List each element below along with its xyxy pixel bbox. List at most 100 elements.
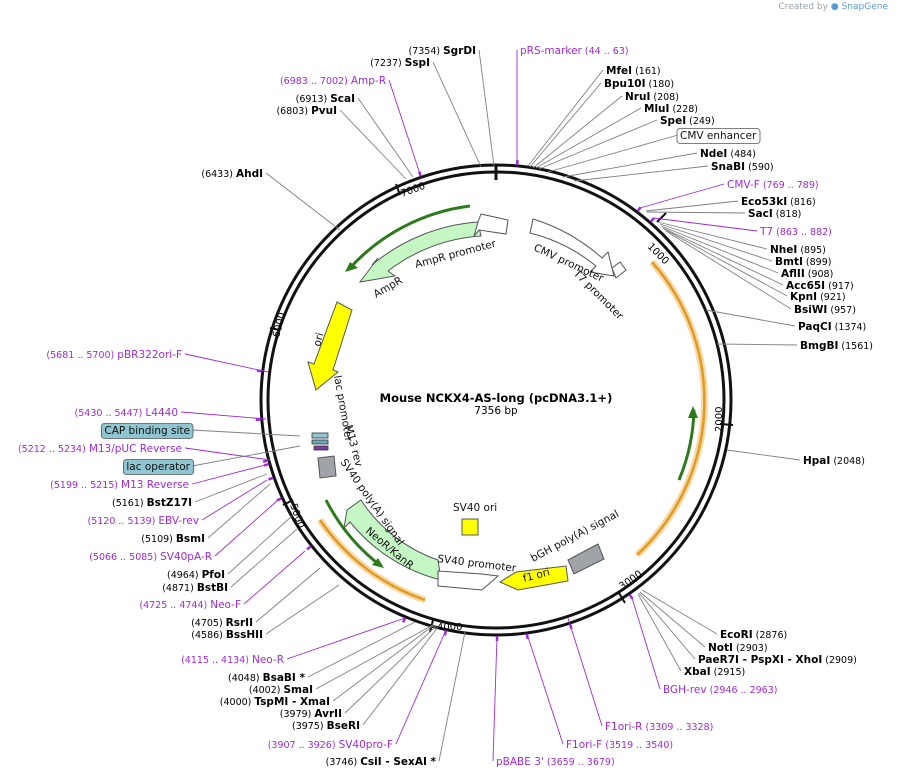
- primer-site-amp-r: [417, 171, 422, 177]
- label-ebv-rev[interactable]: (5120 .. 5139) EBV-rev: [87, 515, 199, 527]
- sv40-polya-icon[interactable]: [317, 455, 337, 479]
- label-acc65i[interactable]: Acc65I (917): [786, 280, 854, 292]
- bgh-polya-icon[interactable]: [567, 543, 605, 575]
- label-tspmi[interactable]: (4000) TspMI - XmaI: [220, 696, 330, 708]
- label-rsrii[interactable]: (4705) RsrII: [191, 617, 253, 629]
- orf-arcs: [317, 259, 708, 604]
- feature-shapes: [307, 213, 627, 591]
- label-aflii[interactable]: AflII (908): [781, 268, 833, 280]
- label-neo-f[interactable]: (4725 .. 4744) Neo-F: [139, 599, 241, 611]
- sv40-promoter-arrow-icon[interactable]: [437, 570, 500, 591]
- label-pvui[interactable]: (6803) PvuI: [276, 105, 337, 117]
- leader-mfei: [527, 69, 604, 167]
- leader-f1ori-f: [526, 633, 564, 745]
- label-f1ori-r[interactable]: F1ori-R (3309 .. 3328): [605, 721, 713, 733]
- label-lac-operator[interactable]: lac operator: [126, 461, 190, 473]
- label-bpu10i[interactable]: Bpu10I (180): [604, 78, 674, 90]
- label-bsmi[interactable]: (5109) BsmI: [141, 533, 205, 545]
- label-spei[interactable]: SpeI (249): [660, 115, 715, 127]
- label-eco53ki[interactable]: Eco53kI (816): [741, 196, 816, 208]
- label-cmv-enhancer[interactable]: CMV enhancer: [680, 130, 757, 142]
- sv40-ori-icon[interactable]: [461, 518, 479, 536]
- leader-mlui: [535, 107, 642, 169]
- label-bseri[interactable]: (3975) BseRI: [292, 720, 360, 732]
- credit-brand: SnapGene: [841, 2, 888, 12]
- leader-kpni: [663, 228, 788, 297]
- label-scai[interactable]: (6913) ScaI: [296, 93, 355, 105]
- label-l4440[interactable]: (5430 .. 5447) L4440: [75, 407, 178, 419]
- leader-acc65i: [662, 227, 784, 286]
- backbone: [259, 163, 733, 637]
- label-t7[interactable]: T7 (863 .. 882): [759, 226, 832, 238]
- lac-operator-icon[interactable]: [311, 432, 329, 439]
- label-ahdi[interactable]: (6433) AhdI: [201, 168, 263, 180]
- leader-pvui: [339, 109, 407, 180]
- leader-f1ori-r: [567, 617, 603, 727]
- label-pbabe-3[interactable]: pBABE 3' (3659 .. 3679): [496, 756, 615, 768]
- label-saci[interactable]: SacI (818): [748, 208, 801, 220]
- label-bsiwi[interactable]: BsiWI (957): [794, 304, 856, 316]
- cmv-promoter-arrow-icon[interactable]: [529, 218, 615, 277]
- label-csii[interactable]: (3746) CsiI - SexAI *: [326, 756, 437, 768]
- primer-site-cmv-f: [636, 206, 642, 212]
- label-paer7i[interactable]: PaeR7I - PspXI - XhoI (2909): [698, 654, 857, 666]
- label-nhei[interactable]: NheI (895): [770, 244, 826, 256]
- label-smai[interactable]: (4002) SmaI: [249, 684, 313, 696]
- m13-rev-icon[interactable]: [313, 445, 329, 451]
- label-bsabi[interactable]: (4048) BsaBI *: [228, 672, 306, 684]
- leader-sgrdi: [478, 49, 495, 167]
- leader-ecori: [641, 589, 718, 635]
- label-box-cap-binding-site: [100, 423, 194, 439]
- ampr-arrow-icon[interactable]: [358, 221, 482, 283]
- label-neo-r[interactable]: (4115 .. 4134) Neo-R: [181, 654, 284, 666]
- leader-sv40pa-r: [214, 499, 279, 557]
- leader-bseri: [362, 626, 439, 726]
- primer-site-sv40pa-r: [276, 497, 283, 502]
- ori-arrow-icon[interactable]: [307, 301, 353, 391]
- leader-ndei: [562, 152, 698, 178]
- label-mlui[interactable]: MluI (228): [644, 103, 698, 115]
- label-xbai[interactable]: XbaI (2915): [684, 666, 745, 678]
- t7-promoter-arrow-icon[interactable]: [611, 261, 627, 279]
- label-paqci[interactable]: PaqCI (1374): [798, 321, 866, 333]
- label-kpni[interactable]: KpnI (921): [790, 291, 846, 303]
- label-pbr322ori-f[interactable]: (5681 .. 5700) pBR322ori-F: [46, 349, 182, 361]
- label-bmgbi[interactable]: BmgBI (1561): [800, 340, 873, 352]
- label-ecori[interactable]: EcoRI (2876): [720, 629, 787, 641]
- label-amp-r[interactable]: (6983 .. 7002) Amp-R: [280, 75, 386, 87]
- label-cap-binding-site[interactable]: CAP binding site: [104, 425, 190, 437]
- label-sv40pa-r[interactable]: (5066 .. 5085) SV40pA-R: [89, 551, 212, 563]
- label-ndei[interactable]: NdeI (484): [700, 148, 756, 160]
- leader-avrii: [344, 625, 437, 714]
- label-sgrdi[interactable]: (7354) SgrDI: [409, 45, 477, 57]
- feature-label-sv40-ori: SV40 ori: [453, 502, 497, 514]
- leader-bmti: [659, 223, 773, 262]
- label-snabi[interactable]: SnaBI (590): [711, 161, 774, 173]
- label-avrii[interactable]: (3979) AvrII: [280, 708, 342, 720]
- label-mfei[interactable]: MfeI (161): [606, 65, 661, 77]
- label-cmv-f[interactable]: CMV-F (769 .. 789): [727, 179, 819, 191]
- label-m13-puc-reverse[interactable]: (5212 .. 5234) M13/pUC Reverse: [18, 443, 182, 455]
- label-sspi[interactable]: (7237) SspI: [370, 57, 430, 69]
- label-prs-marker[interactable]: pRS-marker (44 .. 63): [520, 45, 629, 57]
- leader-eco53ki: [645, 200, 739, 212]
- label-nrui[interactable]: NruI (208): [625, 91, 679, 103]
- ampr-promoter-arrow-icon[interactable]: [473, 213, 509, 237]
- label-bgh-rev[interactable]: BGH-rev (2946 .. 2963): [663, 684, 777, 696]
- label-bstbi[interactable]: (4871) BstBI: [162, 582, 228, 594]
- f1-ori-arrow-icon[interactable]: [498, 565, 569, 591]
- label-bsshii[interactable]: (4586) BssHII: [191, 629, 263, 641]
- label-pfoi[interactable]: (4964) PfoI: [167, 569, 225, 581]
- label-bstz17i[interactable]: (5161) BstZ17I: [112, 497, 192, 509]
- cap-site-icon[interactable]: [311, 439, 329, 445]
- label-sv40pro-f[interactable]: (3907 .. 3926) SV40pro-F: [268, 739, 393, 751]
- label-f1ori-f[interactable]: F1ori-F (3519 .. 3540): [566, 739, 673, 751]
- label-bmti[interactable]: BmtI (899): [775, 256, 831, 268]
- label-hpai[interactable]: HpaI (2048): [803, 455, 865, 467]
- label-noti[interactable]: NotI (2903): [708, 642, 768, 654]
- leader-bsiwi: [665, 230, 792, 310]
- label-m13-reverse[interactable]: (5199 .. 5215) M13 Reverse: [50, 479, 189, 491]
- leader-lines: [180, 49, 801, 762]
- leader-ebv-rev: [201, 479, 268, 521]
